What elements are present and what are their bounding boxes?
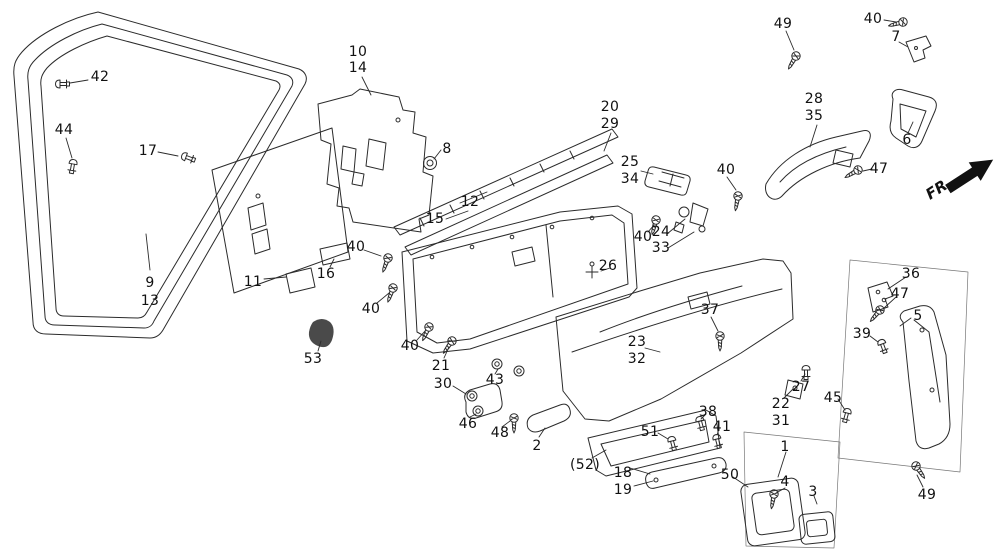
bracket-22 [784, 379, 804, 400]
pull-strap [645, 457, 727, 489]
leader-lines [65, 19, 924, 505]
handle-bracket [464, 383, 571, 433]
clip-26 [585, 261, 599, 279]
plug-53 [308, 319, 334, 348]
armrest [765, 130, 871, 200]
clip-fasteners [55, 79, 890, 452]
weatherstrip-seal [13, 11, 307, 339]
grommet-fasteners [466, 358, 525, 417]
fr-direction-arrow: FR. [922, 159, 994, 203]
screw-fasteners [378, 16, 929, 511]
right-detail-group [837, 259, 969, 473]
inner-panel-bracket [317, 88, 434, 233]
switch-bezel [644, 166, 691, 196]
bottom-right-group [740, 431, 841, 549]
latch-cluster [673, 202, 709, 234]
trim-board [211, 127, 351, 294]
fr-label: FR. [922, 173, 955, 203]
grommet-8 [423, 156, 437, 170]
door-pocket [587, 409, 721, 477]
door-pull-handle [889, 35, 937, 149]
door-moldings [393, 128, 619, 256]
door-lining-lower [555, 258, 794, 422]
